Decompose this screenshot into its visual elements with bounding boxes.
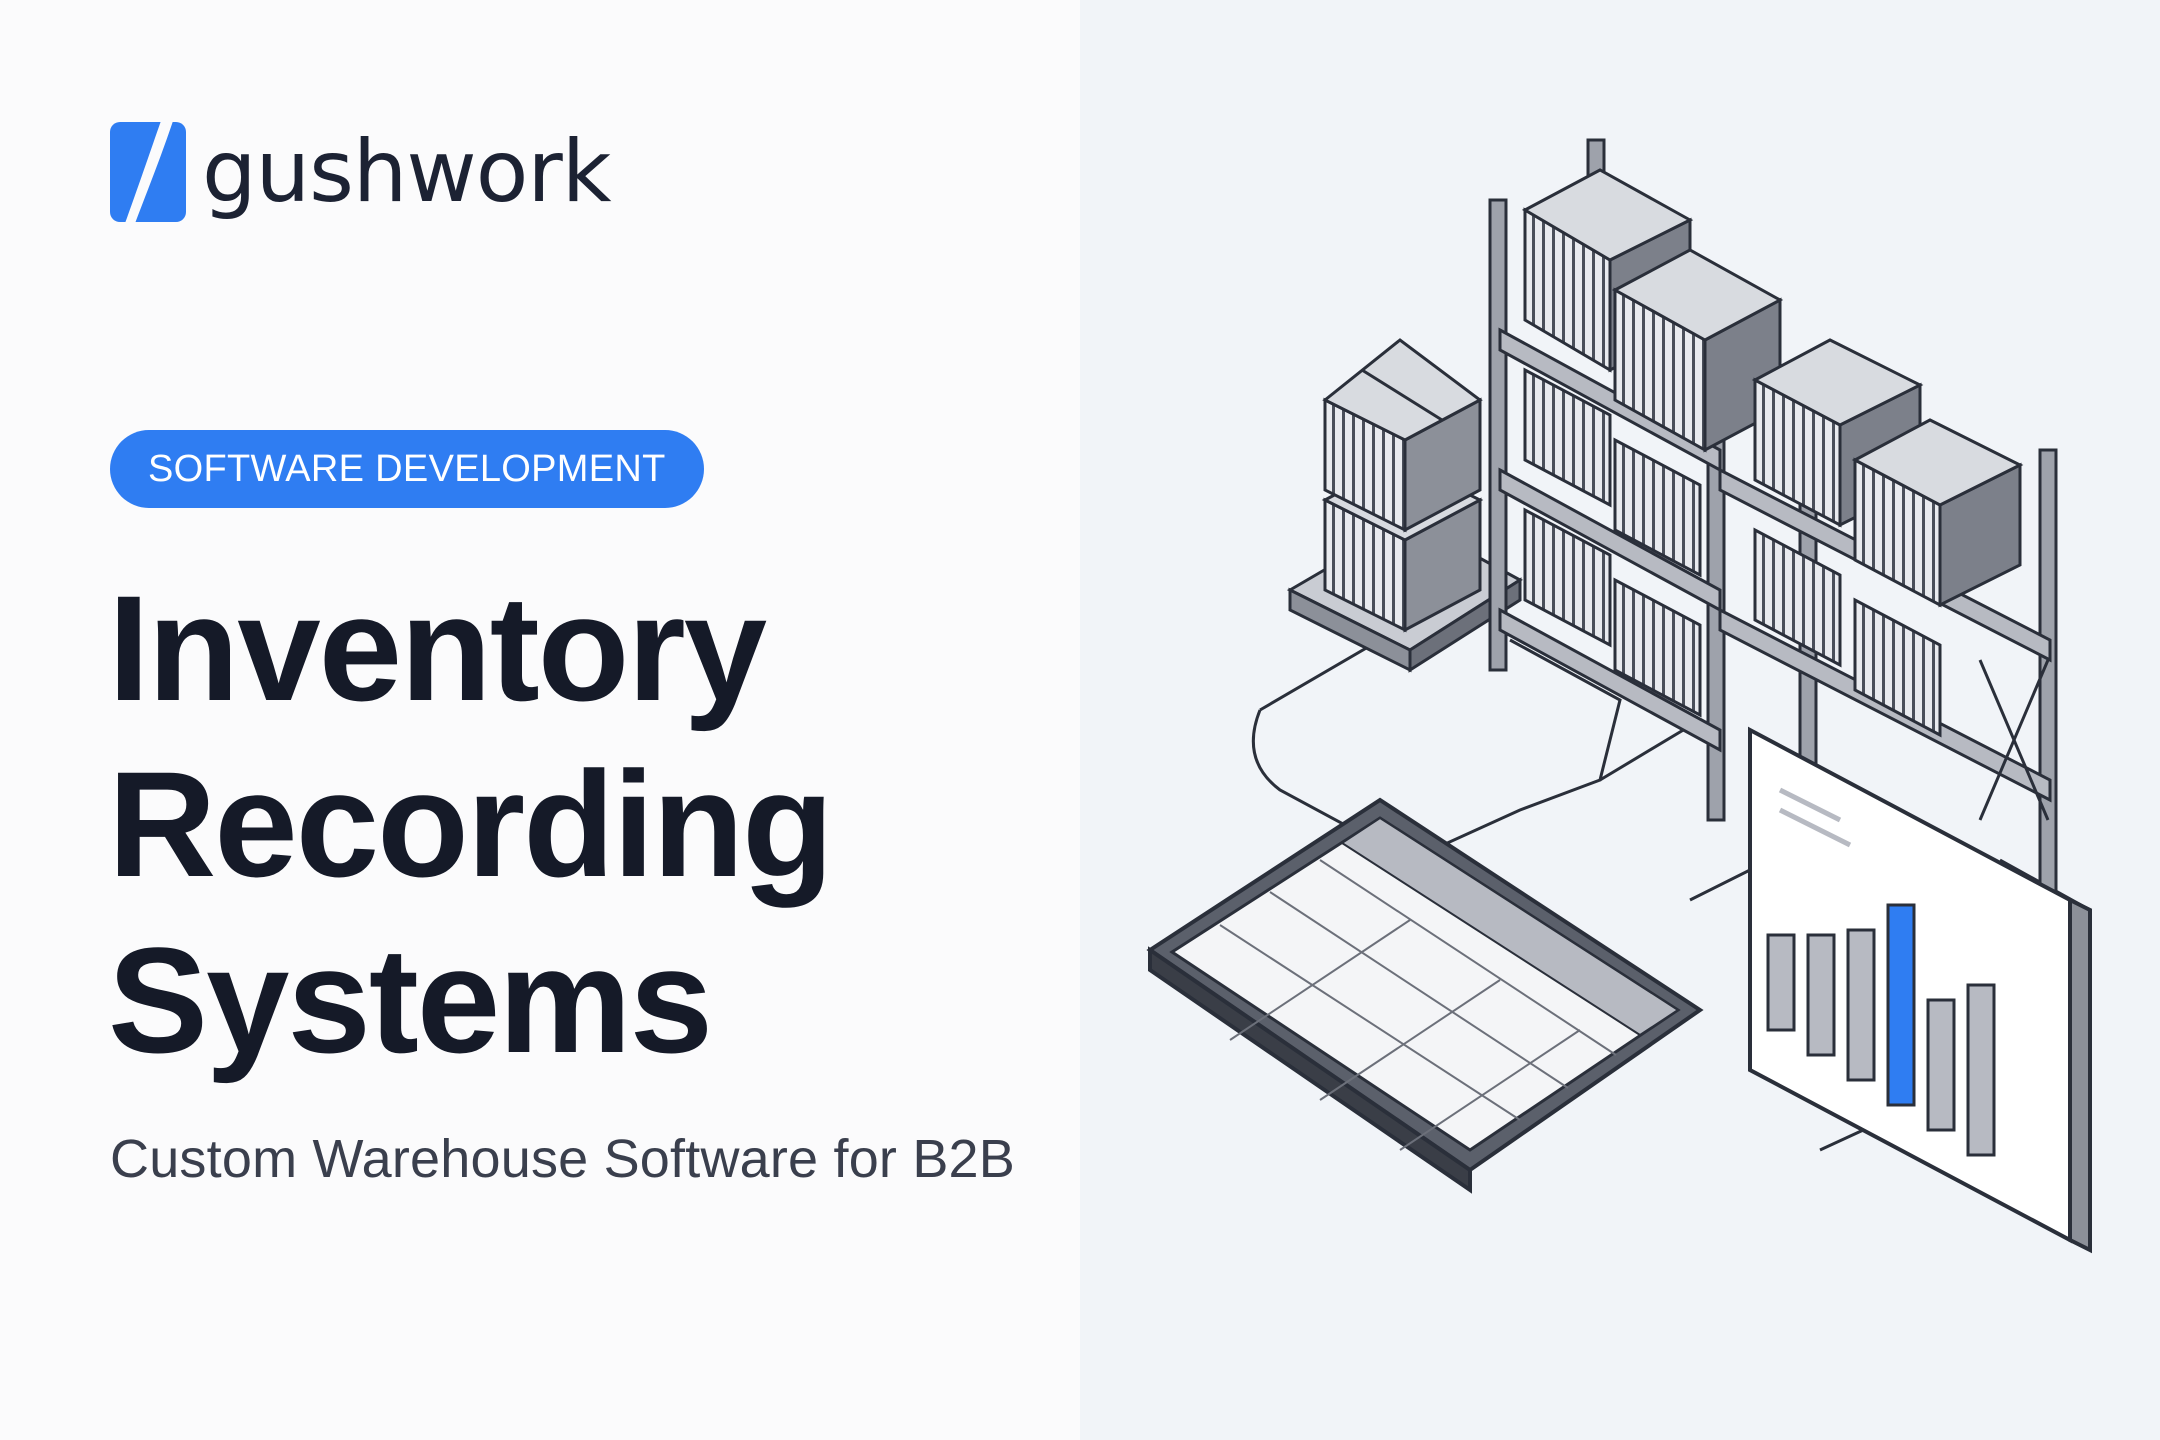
bar-chart-panel-icon xyxy=(1748,726,2092,1254)
tablet-table-icon xyxy=(1146,797,1704,1194)
page-title: Inventory Recording Systems xyxy=(108,560,834,1088)
title-line-2: Recording xyxy=(108,740,834,908)
illustration-panel xyxy=(1080,0,2160,1440)
box-stack-icon xyxy=(1286,338,1523,673)
category-badge: SOFTWARE DEVELOPMENT xyxy=(110,430,704,508)
brand-logo[interactable]: gushwork xyxy=(110,122,612,222)
gushwork-logo-icon xyxy=(110,122,186,222)
warehouse-illustration xyxy=(1146,138,2092,1254)
page-subtitle: Custom Warehouse Software for B2B xyxy=(110,1129,1015,1189)
brand-name: gushwork xyxy=(202,122,612,222)
title-line-1: Inventory xyxy=(108,564,767,732)
title-line-3: Systems xyxy=(108,916,713,1084)
text-panel: gushwork SOFTWARE DEVELOPMENT Inventory … xyxy=(108,122,1015,1189)
warehouse-shelf-icon xyxy=(1488,138,2058,922)
